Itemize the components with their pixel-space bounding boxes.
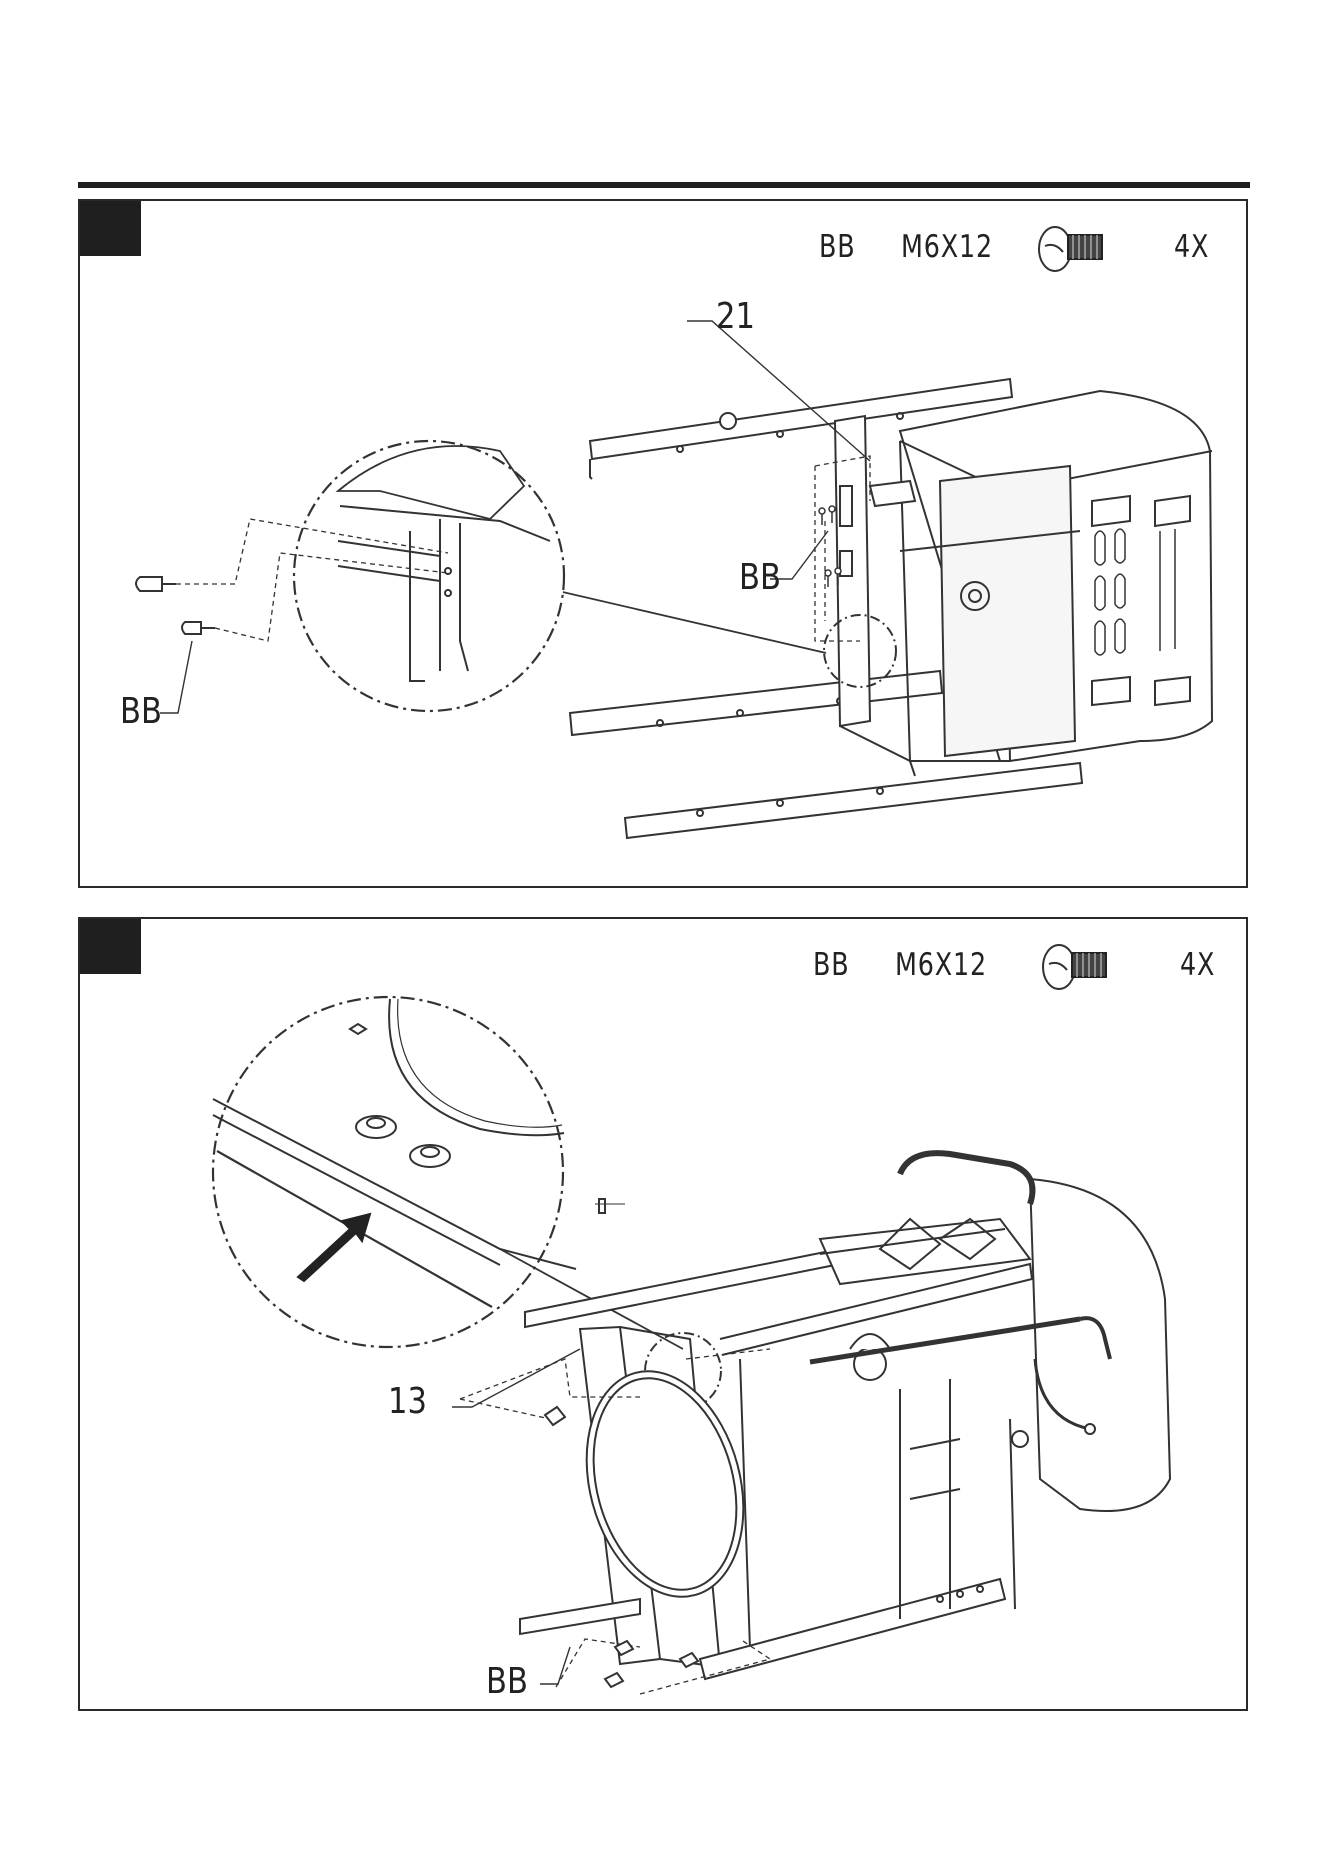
magnified-detail <box>294 441 564 711</box>
grill-body <box>900 391 1212 761</box>
hardware-callout-bb: BB <box>739 557 781 598</box>
detail-leader <box>541 587 826 653</box>
side-panel-21 <box>835 416 915 776</box>
hardware-callout-bb: BB <box>486 1661 528 1702</box>
cart-frame <box>520 1249 1032 1679</box>
screw-icon <box>136 577 215 634</box>
screw-icon <box>1039 227 1102 271</box>
part-callout-21: 21 <box>716 296 755 337</box>
step-1-panel: BB M6X12 4X <box>78 199 1248 888</box>
step-2-panel: BB M6X12 4X <box>78 917 1248 1711</box>
step-2-drawing <box>80 919 1246 1709</box>
screw-icon <box>1043 945 1106 989</box>
leader-bb-main <box>540 1647 570 1684</box>
magnified-detail <box>213 997 576 1347</box>
hardware-callout-bb-detail: BB <box>120 691 162 732</box>
step-1-drawing <box>80 201 1246 886</box>
grill-head <box>810 1153 1170 1619</box>
leader-bb-detail <box>160 641 192 713</box>
part-callout-13: 13 <box>388 1381 427 1422</box>
leader-13 <box>452 1349 580 1407</box>
header-rule <box>78 182 1250 188</box>
